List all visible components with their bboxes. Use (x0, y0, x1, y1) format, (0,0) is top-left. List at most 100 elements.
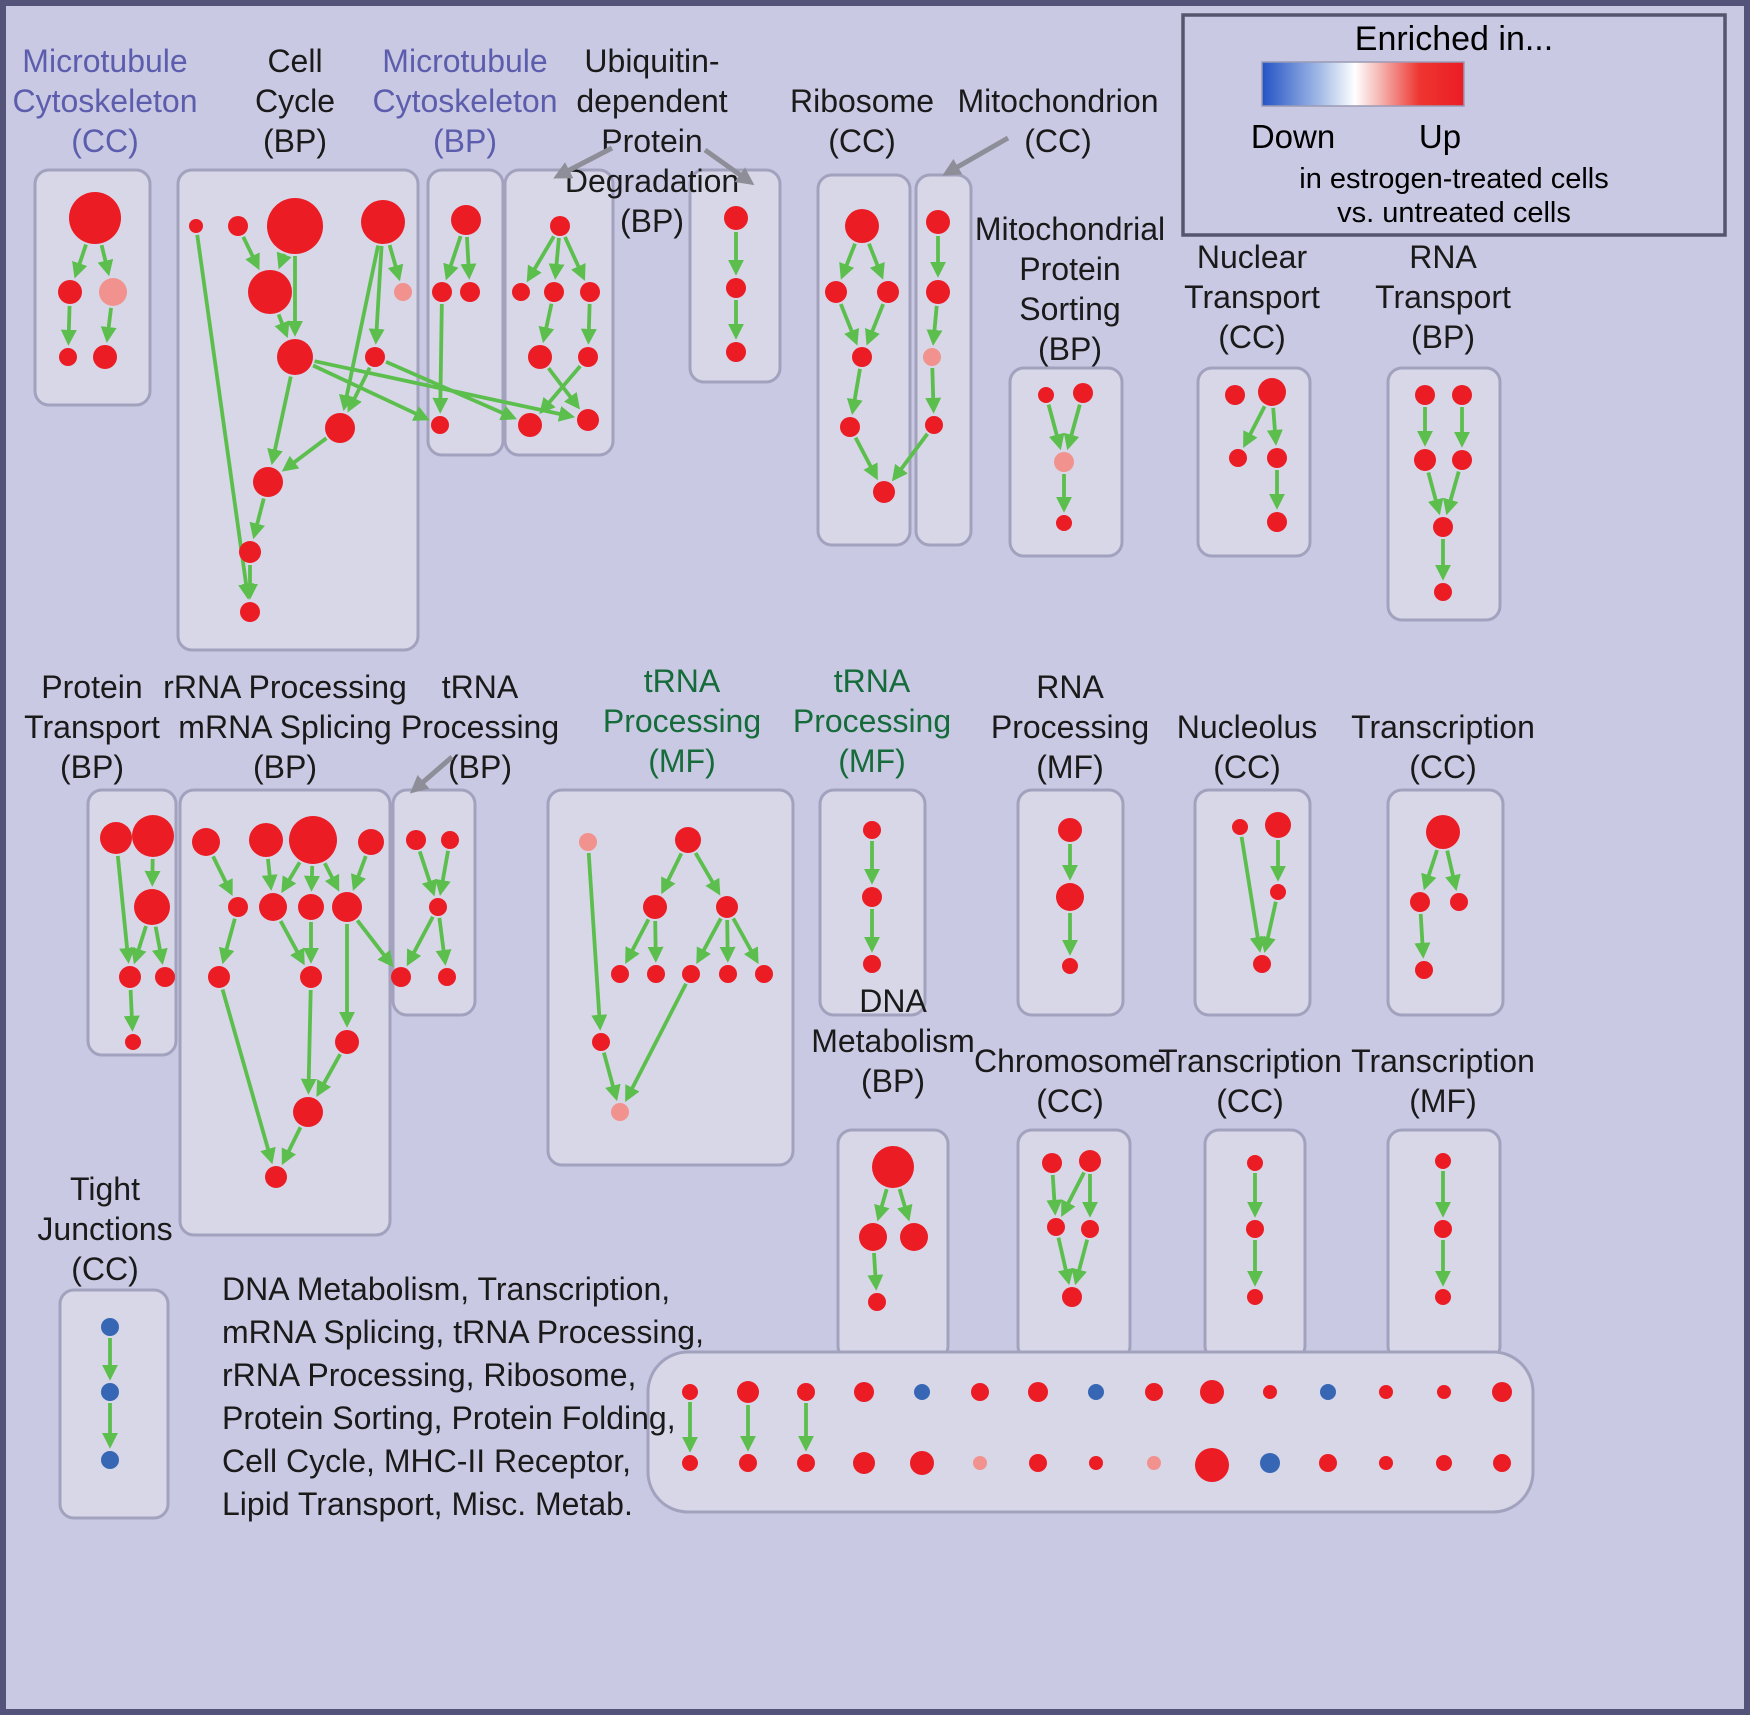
edge-arrow (1061, 1171, 1086, 1218)
go-term-node-red (265, 1166, 287, 1188)
go-term-node-red (900, 1223, 928, 1251)
go-term-node-red (1434, 583, 1452, 601)
go-term-node-red (926, 210, 950, 234)
go-term-node-red (1267, 512, 1287, 532)
edge-arrow (312, 363, 430, 421)
edge-arrow (1063, 404, 1082, 451)
group-label-chromosome-cc: (CC) (1036, 1083, 1104, 1119)
go-term-node-red (1265, 812, 1291, 838)
edge-arrow (548, 237, 565, 280)
group-label-microtubule-cytoskeleton-bp: Microtubule (382, 43, 547, 79)
edge-arrow (1243, 405, 1267, 449)
edge-arrow (115, 855, 136, 964)
legend-subtitle-line2: vs. untreated cells (1337, 197, 1571, 229)
edge-arrow (218, 918, 237, 965)
group-label-mitochondrion-cc: (CC) (1024, 123, 1092, 159)
go-term-node-red (1225, 385, 1245, 405)
go-term-node-red (93, 345, 117, 369)
edge-arrow (625, 982, 688, 1103)
group-label-transcription-mf: Transcription (1351, 1043, 1535, 1079)
group-label-protein-transport-bp: Protein (41, 669, 142, 705)
edge-arrow (300, 989, 317, 1095)
go-term-node-red (611, 965, 629, 983)
go-term-node-red (438, 968, 456, 986)
misc-cluster-caption-line: Lipid Transport, Misc. Metab. (222, 1486, 633, 1522)
edge-arrow (338, 245, 380, 412)
edge-arrow (1414, 913, 1431, 959)
go-term-node-red (365, 347, 385, 367)
go-term-node-red (1247, 1289, 1263, 1305)
go-term-node-pink (394, 283, 412, 301)
edge-arrow (220, 988, 276, 1165)
go-term-node-red (1258, 378, 1286, 406)
go-term-node-red (739, 1454, 757, 1472)
group-label-ribosome-cc: Ribosome (790, 83, 934, 119)
edge-arrow (152, 926, 168, 965)
label-pointer-arrow (409, 755, 454, 794)
group-label-nuclear-transport-cc: Nuclear (1197, 239, 1308, 275)
group-label-trna-processing-mf-2: Processing (793, 703, 951, 739)
go-term-node-red (406, 830, 426, 850)
go-term-node-red (852, 347, 872, 367)
group-box-tight-junctions-cc (58, 1288, 170, 1520)
edge-arrow (211, 855, 233, 897)
legend: Enriched in... Down Up in estrogen-treat… (1181, 13, 1727, 237)
group-label-nuclear-transport-cc: Transport (1184, 279, 1320, 315)
group-label-ubiquitin-dependent-protein-degradation-bp: dependent (576, 83, 727, 119)
go-term-node-red (1379, 1456, 1393, 1470)
group-label-trna-processing-bp: (BP) (448, 749, 512, 785)
edge-arrow (443, 235, 463, 281)
edge-arrow (891, 432, 929, 482)
edge-arrow (1260, 901, 1278, 954)
go-term-node-red (719, 965, 737, 983)
group-label-nucleolus-cc: Nucleolus (1177, 709, 1318, 745)
edge-arrow (195, 234, 254, 600)
edge-arrow (719, 919, 736, 963)
edge-arrow (261, 858, 278, 891)
go-term-node-red (868, 1293, 886, 1311)
go-term-node-red (239, 541, 261, 563)
go-term-node-pink (1147, 1456, 1161, 1470)
group-label-protein-transport-bp: (BP) (60, 749, 124, 785)
go-term-node-red (797, 1383, 815, 1401)
edge-arrow (693, 852, 721, 896)
nodes-layer (58, 192, 1512, 1482)
edge-arrow (1426, 472, 1444, 516)
go-term-node-red (267, 198, 323, 254)
go-term-node-red (1089, 1456, 1103, 1470)
misc-cluster-caption-line: mRNA Splicing, tRNA Processing, (222, 1314, 704, 1350)
go-term-node-red (716, 896, 738, 918)
go-term-node-red (1028, 1382, 1048, 1402)
group-label-microtubule-cytoskeleton-cc: Microtubule (22, 43, 187, 79)
go-term-node-red (1263, 1385, 1277, 1399)
go-term-node-pink (579, 833, 597, 851)
go-term-node-red (208, 966, 230, 988)
go-term-node-red (1426, 815, 1460, 849)
go-term-node-red (528, 345, 552, 369)
go-term-node-pink (973, 1456, 987, 1470)
group-label-rna-transport-bp: RNA (1409, 239, 1477, 275)
go-term-node-pink (923, 348, 941, 366)
go-term-node-red (682, 965, 700, 983)
edge-arrow (1443, 471, 1461, 516)
go-term-node-red (1081, 1220, 1099, 1238)
group-label-rna-processing-mf: Processing (991, 709, 1149, 745)
go-term-node-red (518, 413, 542, 437)
go-term-node-blue (1088, 1384, 1104, 1400)
go-term-node-red (550, 216, 570, 236)
go-term-node-red (248, 270, 292, 314)
group-label-tight-junctions-cc: (CC) (71, 1251, 139, 1287)
go-term-node-red (228, 216, 248, 236)
edge-arrow (926, 305, 943, 346)
go-term-node-red (1452, 450, 1472, 470)
go-term-node-red (432, 282, 452, 302)
go-term-node-red (1435, 1289, 1451, 1305)
go-term-node-red (872, 1146, 914, 1188)
edge-arrow (1056, 1237, 1074, 1286)
go-term-node-blue (1320, 1384, 1336, 1400)
edge-arrow (131, 925, 148, 965)
edge-arrow (417, 850, 438, 897)
go-term-node-red (840, 417, 860, 437)
group-box-nuclear-transport-cc (1196, 366, 1312, 558)
go-term-node-red (289, 816, 337, 864)
